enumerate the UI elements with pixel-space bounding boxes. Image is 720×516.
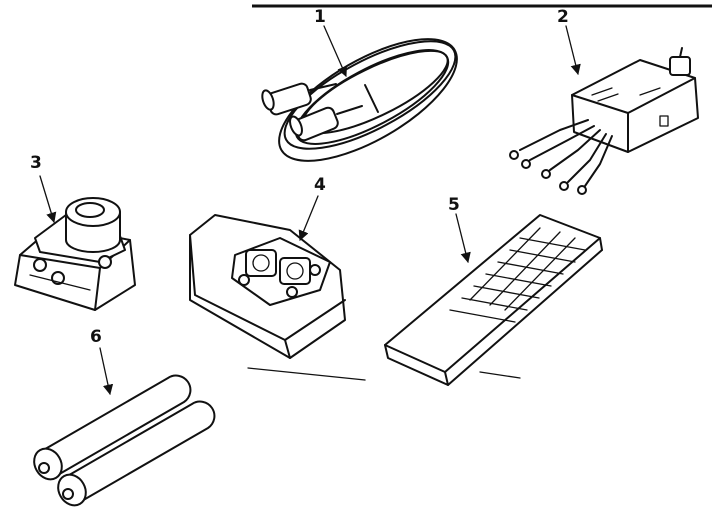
arrow-6 — [99, 347, 114, 396]
part-batteries — [33, 374, 216, 507]
baseline-right — [479, 371, 521, 379]
callout-5: 5 — [448, 195, 460, 215]
part-knob-module — [14, 197, 136, 311]
part-cable — [261, 38, 458, 162]
callout-1: 1 — [314, 7, 326, 27]
callout-6: 6 — [90, 327, 102, 347]
part-remote-control — [384, 214, 603, 386]
arrow-2 — [565, 25, 581, 76]
part-adapter-box — [509, 47, 699, 195]
callout-4: 4 — [314, 175, 326, 195]
baseline-left — [247, 367, 366, 381]
callout-3: 3 — [30, 153, 42, 173]
leader-arrows — [39, 25, 581, 396]
arrow-5 — [455, 213, 471, 264]
arrow-1 — [323, 25, 347, 77]
arrow-4 — [298, 195, 319, 241]
arrow-3 — [39, 175, 57, 223]
part-block-unit — [189, 214, 346, 359]
callout-2: 2 — [557, 7, 569, 27]
